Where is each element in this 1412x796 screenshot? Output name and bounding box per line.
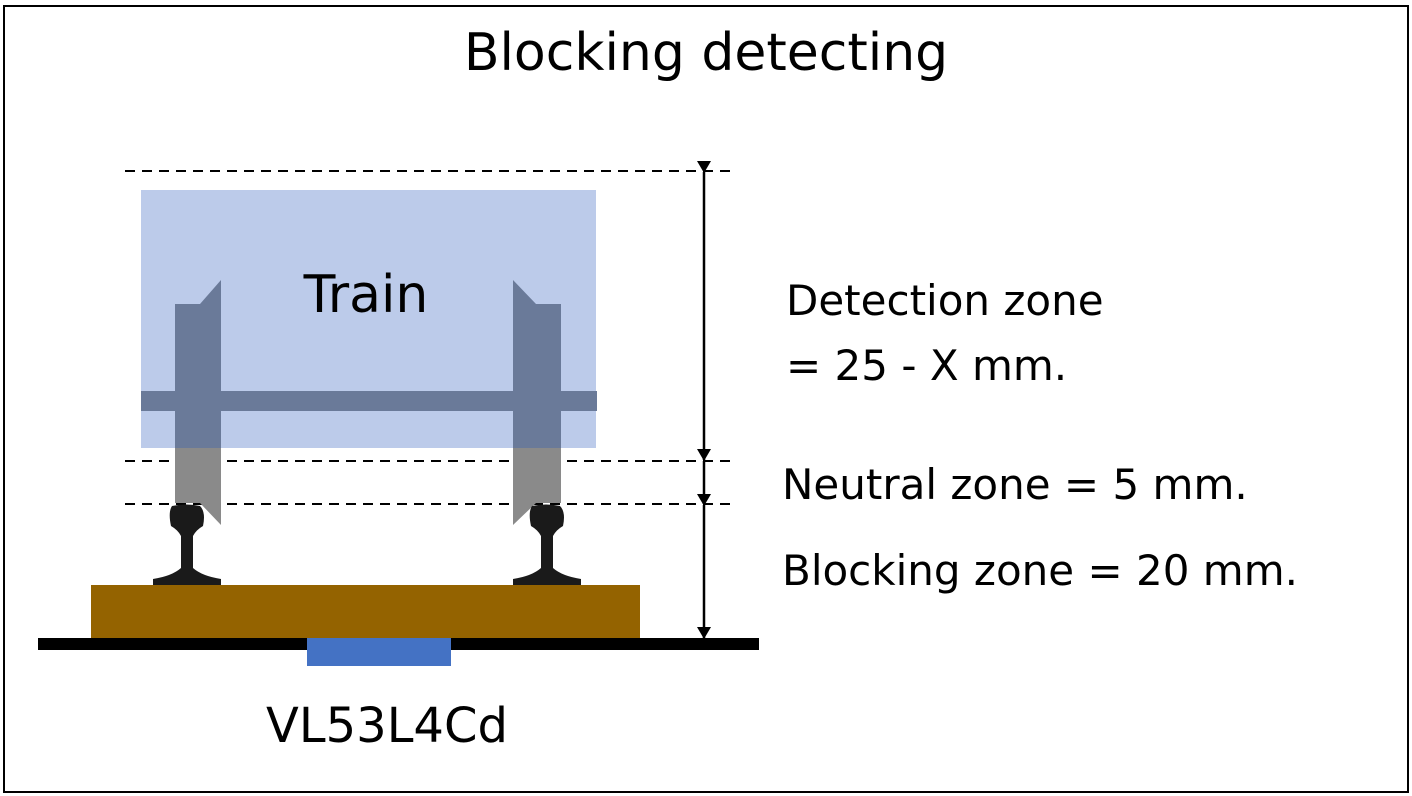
sensor-vl53l4cd [307, 638, 451, 666]
left-wheel-flange [175, 280, 221, 448]
detection-zone-label-line1: Detection zone [786, 276, 1104, 325]
right-wheel-flange [513, 280, 561, 448]
train-label: Train [303, 265, 429, 325]
right-wheel-lower [513, 448, 561, 525]
rails [153, 504, 581, 585]
sleeper [91, 585, 640, 638]
left-rail [153, 504, 221, 585]
neutral-zone-label: Neutral zone = 5 mm. [782, 460, 1248, 509]
diagram-title: Blocking detecting [464, 23, 948, 83]
train-wheelset [141, 280, 597, 525]
train-axle [141, 391, 597, 411]
sensor-label: VL53L4Cd [266, 698, 508, 754]
blocking-zone-label: Blocking zone = 20 mm. [782, 546, 1298, 595]
right-rail [513, 504, 581, 585]
left-wheel-lower [175, 448, 221, 525]
detection-zone-label-line2: = 25 - X mm. [786, 341, 1067, 390]
